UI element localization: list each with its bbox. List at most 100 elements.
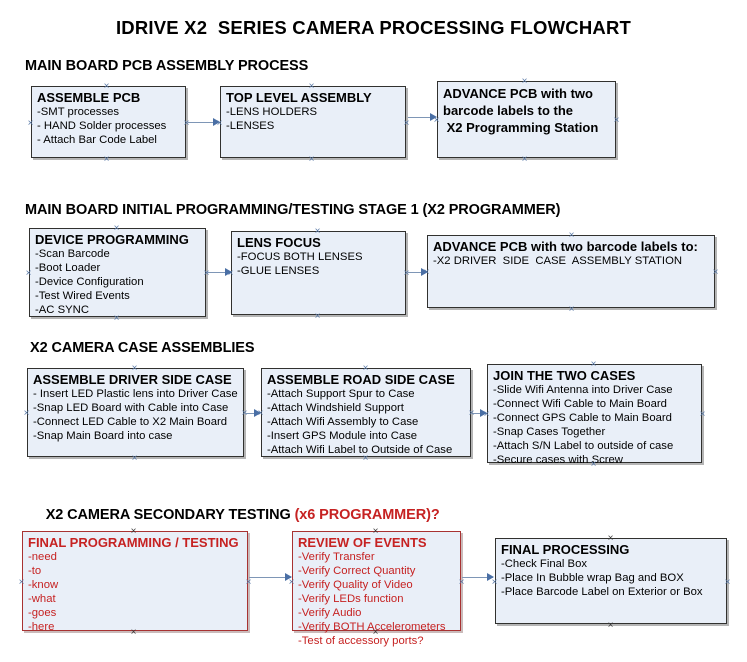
box-line: -FOCUS BOTH LENSES xyxy=(237,251,363,263)
connector-handle-bottom[interactable] xyxy=(102,155,111,164)
connector-handle-right[interactable] xyxy=(402,119,411,128)
connector-arrow xyxy=(285,573,292,581)
connector-handle-right[interactable] xyxy=(457,578,466,587)
connector-handle-bottom[interactable] xyxy=(606,621,615,630)
connector-arrow xyxy=(213,118,220,126)
connector-handle-top[interactable] xyxy=(112,224,121,233)
connector-handle-top[interactable] xyxy=(589,360,598,369)
box-final-processing[interactable]: FINAL PROCESSING -Check Final Box -Place… xyxy=(495,538,727,624)
box-lens-focus[interactable]: LENS FOCUS -FOCUS BOTH LENSES -GLUE LENS… xyxy=(231,231,406,315)
box-line: - Insert LED Plastic lens into Driver Ca… xyxy=(33,388,238,400)
box-line: -Connect LED Cable to X2 Main Board xyxy=(33,416,228,428)
box-line: -Place Barcode Label on Exterior or Box xyxy=(501,586,703,598)
connector-handle-bottom[interactable] xyxy=(313,312,322,321)
connector-handle-bottom[interactable] xyxy=(567,305,576,314)
connector-handle-bottom[interactable] xyxy=(361,454,370,463)
connector-handle-top[interactable] xyxy=(129,527,138,536)
connector-arrow xyxy=(480,409,487,417)
box-assemble-driver-side-case[interactable]: ASSEMBLE DRIVER SIDE CASE - Insert LED P… xyxy=(27,368,244,457)
connector-handle-right[interactable] xyxy=(244,578,253,587)
connector-handle-top[interactable] xyxy=(361,364,370,373)
box-line: -Snap Cases Together xyxy=(493,426,606,438)
box-line: -Secure cases with Screw xyxy=(493,454,623,466)
connector-handle-bottom[interactable] xyxy=(371,628,380,637)
connector-handle-right[interactable] xyxy=(711,268,720,277)
connector-handle-bottom[interactable] xyxy=(520,155,529,164)
box-advance-pcb-to-x2-programming-station[interactable]: ADVANCE PCB with two barcode labels to t… xyxy=(437,81,616,158)
connector-handle-bottom[interactable] xyxy=(129,628,138,637)
box-assemble-pcb[interactable]: ASSEMBLE PCB -SMT processes - HAND Solde… xyxy=(31,86,186,158)
connector-line xyxy=(188,122,218,123)
box-assemble-road-side-case[interactable]: ASSEMBLE ROAD SIDE CASE -Attach Support … xyxy=(261,368,471,457)
box-line: -AC SYNC xyxy=(35,304,89,316)
connector-handle-top[interactable] xyxy=(371,527,380,536)
box-device-programming[interactable]: DEVICE PROGRAMMING -Scan Barcode -Boot L… xyxy=(29,228,206,317)
section-heading-accent: (x6 PROGRAMMER)? xyxy=(294,507,440,523)
page-title: IDRIVE X2 SERIES CAMERA PROCESSING FLOWC… xyxy=(115,17,632,38)
connector-handle-right[interactable] xyxy=(723,578,732,587)
box-title: ASSEMBLE DRIVER SIDE CASE xyxy=(33,372,232,387)
connector-handle-top[interactable] xyxy=(130,364,139,373)
box-line: -LENS HOLDERS xyxy=(226,106,318,118)
connector-arrow xyxy=(225,268,232,276)
box-line: -Verify Correct Quantity xyxy=(298,565,416,577)
connector-handle-right[interactable] xyxy=(612,116,621,125)
section-heading-text: X2 CAMERA SECONDARY TESTING xyxy=(45,507,295,523)
connector-line xyxy=(408,272,426,273)
connector-line xyxy=(245,413,259,414)
box-line: -Test Wired Events xyxy=(35,290,130,302)
connector-handle-bottom[interactable] xyxy=(112,314,121,323)
connector-handle-top[interactable] xyxy=(102,82,111,91)
box-line: -Attach Support Spur to Case xyxy=(267,388,415,400)
connector-handle-right[interactable] xyxy=(202,269,211,278)
box-line: -Verify Transfer xyxy=(298,551,375,563)
box-line: -Snap Main Board into case xyxy=(33,430,173,442)
box-line: -Connect Wifi Cable to Main Board xyxy=(493,398,667,410)
connector-arrow xyxy=(487,573,494,581)
box-line: -Attach S/N Label to outside of case xyxy=(493,440,674,452)
connector-handle-top[interactable] xyxy=(313,227,322,236)
box-line: -Attach Wifi Label to Outside of Case xyxy=(267,444,453,456)
connector-handle-top[interactable] xyxy=(307,82,316,91)
connector-handle-left[interactable] xyxy=(17,578,26,587)
connector-handle-top[interactable] xyxy=(606,534,615,543)
box-final-programming-testing[interactable]: FINAL PROGRAMMING / TESTING -need -to -k… xyxy=(22,531,248,633)
box-line: -Attach Windshield Support xyxy=(267,402,404,414)
box-line: -Boot Loader xyxy=(35,262,101,274)
box-line: -Attach Wifi Assembly to Case xyxy=(267,416,419,428)
connector-handle-top[interactable] xyxy=(567,231,576,240)
connector-line xyxy=(249,577,291,578)
box-line: -Verify BOTH Accelerometers xyxy=(298,621,446,633)
box-review-of-events[interactable]: REVIEW OF EVENTS -Verify Transfer -Verif… xyxy=(292,531,461,647)
box-line: -need xyxy=(28,551,57,563)
box-line: -Insert GPS Module into Case xyxy=(267,430,418,442)
box-title: REVIEW OF EVENTS xyxy=(298,535,427,550)
connector-handle-bottom[interactable] xyxy=(130,454,139,463)
box-top-level-assembly[interactable]: TOP LEVEL ASSEMBLY -LENS HOLDERS -LENSES xyxy=(220,86,406,158)
connector-handle-right[interactable] xyxy=(182,119,191,128)
connector-handle-bottom[interactable] xyxy=(307,155,316,164)
box-line: -LENSES xyxy=(226,120,275,132)
box-line: -Snap LED Board with Cable into Case xyxy=(33,402,229,414)
box-line: - Attach Bar Code Label xyxy=(37,134,157,146)
connector-handle-bottom[interactable] xyxy=(589,460,598,469)
connector-line xyxy=(462,577,493,578)
connector-handle-right[interactable] xyxy=(698,410,707,419)
box-line: -Check Final Box xyxy=(501,558,588,570)
box-join-the-two-cases[interactable]: JOIN THE TWO CASES -Slide Wifi Antenna i… xyxy=(487,364,702,466)
connector-arrow xyxy=(430,113,437,121)
section-heading-main-board-initial-programming: MAIN BOARD INITIAL PROGRAMMING/TESTING S… xyxy=(25,202,561,218)
connector-handle-left[interactable] xyxy=(22,409,31,418)
box-line: -Slide Wifi Antenna into Driver Case xyxy=(493,384,673,396)
box-title: FINAL PROCESSING xyxy=(501,542,630,557)
box-title: ASSEMBLE ROAD SIDE CASE xyxy=(267,372,455,387)
box-line: -Verify Quality of Video xyxy=(298,579,413,591)
box-title: FINAL PROGRAMMING / TESTING xyxy=(28,535,239,550)
box-line: -here xyxy=(28,621,55,633)
connector-handle-top[interactable] xyxy=(520,77,529,86)
connector-handle-left[interactable] xyxy=(26,119,35,128)
connector-handle-right[interactable] xyxy=(402,269,411,278)
connector-handle-left[interactable] xyxy=(24,269,33,278)
box-advance-pcb-to-driver-side-case[interactable]: ADVANCE PCB with two barcode labels to: … xyxy=(427,235,715,308)
box-line: -know xyxy=(28,579,59,591)
